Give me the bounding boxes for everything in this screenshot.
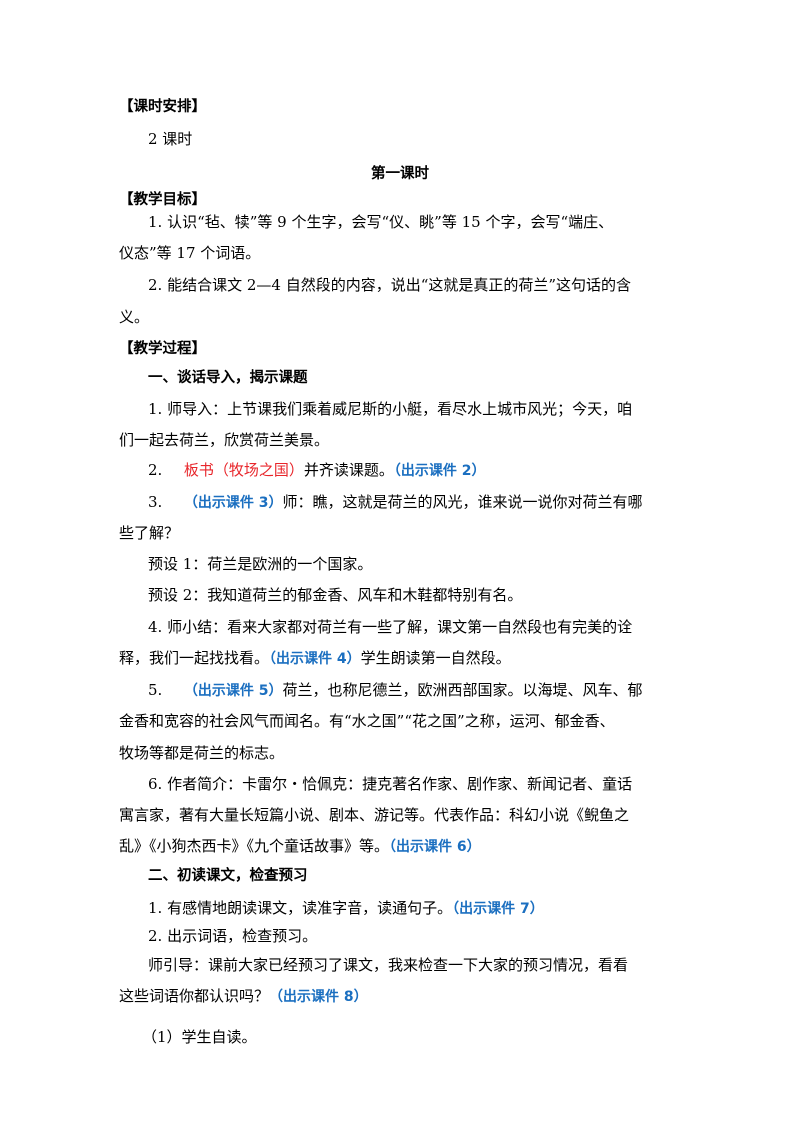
s2-p1: 1. 有感情地朗读课文，读准字音，读通句子。（出示课件 7） [148,898,544,919]
preset-1: 预设 1：荷兰是欧洲的一个国家。 [148,555,373,573]
s2-p1-text: 1. 有感情地朗读课文，读准字音，读通句子。 [148,899,453,917]
s2-p3-line-2: 这些词语你都认识吗？（出示课件 8） [119,986,368,1007]
section-2-title: 二、初读课文，检查预习 [148,868,308,884]
s1-p2-text: 并齐读课题。 [303,461,394,479]
s2-p3-text: 这些词语你都认识吗？ [119,987,270,1005]
s1-p4-line-2: 释，我们一起找找看。（出示课件 4）学生朗读第一自然段。 [119,648,511,669]
section-1-title: 一、谈话导入，揭示课题 [148,370,308,386]
courseware-ref-2: （出示课件 2） [393,463,486,479]
s1-p1-line-2: 们一起去荷兰，欣赏荷兰美景。 [119,431,330,449]
courseware-ref-6: （出示课件 6） [389,839,481,855]
lesson-title: 第一课时 [371,166,429,182]
board-writing: 板书（牧场之国） [183,461,304,479]
s1-p5-number: 5. [148,681,163,699]
s1-p5-line-3: 牧场等都是荷兰的标志。 [119,744,285,762]
s1-p6-line-3: 乱》《小狗杰西卡》《九个童话故事》等。（出示课件 6） [119,836,481,857]
s1-p3-number: 3. [148,493,163,511]
s2-p3-line-1: 师引导：课前大家已经预习了课文，我来检查一下大家的预习情况，看看 [148,956,629,974]
s1-p3-text: 师：瞧，这就是荷兰的风光，谁来说一说你对荷兰有哪 [282,493,643,511]
goals-heading: 【教学目标】 [119,192,206,208]
s1-p1-line-1: 1. 师导入：上节课我们乘着威尼斯的小艇，看尽水上城市风光；今天，咱 [148,400,633,418]
s1-p6-line-1: 6. 作者简介：卡雷尔・恰佩克：捷克著名作家、剧作家、新闻记者、童话 [148,775,633,793]
courseware-ref-5: （出示课件 5） [183,683,283,699]
goal-2-line-2: 义。 [119,308,150,326]
preset-2: 预设 2：我知道荷兰的郁金香、风车和木鞋都特别有名。 [148,586,523,604]
s1-p4-text-a: 释，我们一起找找看。 [119,649,270,667]
s1-p5-text: 荷兰，也称尼德兰，欧洲西部国家。以海堤、风车、郁 [282,681,643,699]
s2-p2: 2. 出示词语，检查预习。 [148,927,318,945]
courseware-ref-7: （出示课件 7） [452,901,544,917]
goal-1-line-2: 仪态”等 17 个词语。 [119,244,261,262]
s1-p6-text: 乱》《小狗杰西卡》《九个童话故事》等。 [119,837,390,855]
s1-p6-line-2: 寓言家，著有大量长短篇小说、剧本、游记等。代表作品：科幻小说《鲵鱼之 [119,806,630,824]
s1-p5: 5. （出示课件 5）荷兰，也称尼德兰，欧洲西部国家。以海堤、风车、郁 [148,680,643,701]
schedule-value: 2 课时 [148,130,193,148]
courseware-ref-8: （出示课件 8） [269,989,368,1005]
s1-p3-line-2: 些了解？ [119,524,180,542]
courseware-ref-4: （出示课件 4） [269,651,361,667]
s1-p4-text-b: 学生朗读第一自然段。 [360,649,511,667]
goal-2-line-1: 2. 能结合课文 2—4 自然段的内容，说出“这就是真正的荷兰”这句话的含 [148,276,632,294]
s2-p4: （1）学生自读。 [142,1028,257,1046]
process-heading: 【教学过程】 [119,341,206,357]
s1-p4-line-1: 4. 师小结：看来大家都对荷兰有一些了解，课文第一自然段也有完美的诠 [148,618,633,636]
courseware-ref-3: （出示课件 3） [183,495,283,511]
s1-p2-number: 2. [148,461,163,479]
s1-p3: 3. （出示课件 3）师：瞧，这就是荷兰的风光，谁来说一说你对荷兰有哪 [148,492,643,513]
s1-p2: 2. 板书（牧场之国）并齐读课题。（出示课件 2） [148,460,486,481]
schedule-heading: 【课时安排】 [119,99,206,115]
goal-1-line-1: 1. 认识“毡、犊”等 9 个生字，会写“仪、眺”等 15 个字，会写“端庄、 [148,213,614,231]
s1-p5-line-2: 金香和宽容的社会风气而闻名。有“水之国”“花之国”之称，运河、郁金香、 [119,712,615,730]
